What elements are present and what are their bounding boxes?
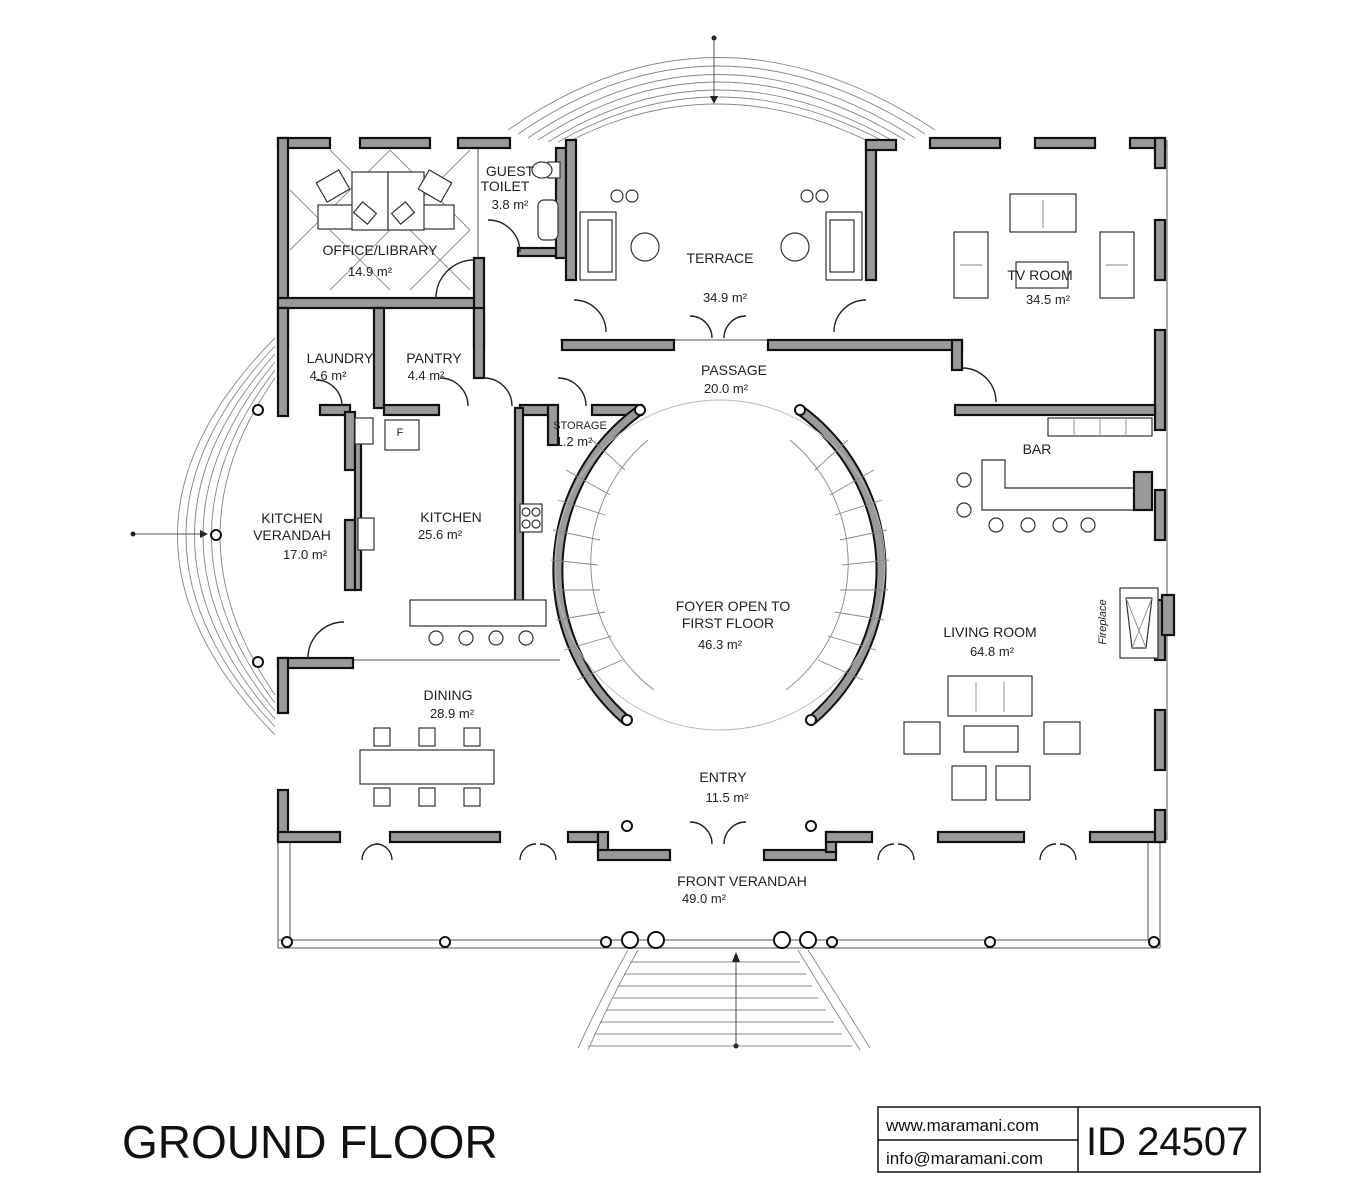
kitchen-verandah-label-2: VERANDAH bbox=[253, 527, 331, 543]
passage-label: PASSAGE bbox=[701, 362, 767, 378]
passage-area: 20.0 m² bbox=[704, 381, 749, 396]
bar-label: BAR bbox=[1023, 441, 1052, 457]
office-area: 14.9 m² bbox=[348, 264, 393, 279]
terrace-area: 34.9 m² bbox=[703, 290, 748, 305]
pantry-area: 4.4 m² bbox=[408, 368, 446, 383]
guest-toilet-label-2: TOILET bbox=[481, 178, 530, 194]
kitchen-area: 25.6 m² bbox=[418, 527, 463, 542]
fridge-mark: F bbox=[397, 427, 404, 439]
entry-area: 11.5 m² bbox=[705, 790, 749, 805]
foyer-label-2: FIRST FLOOR bbox=[682, 615, 774, 631]
tv-room-label: TV ROOM bbox=[1007, 267, 1072, 283]
living-room-label: LIVING ROOM bbox=[943, 624, 1036, 640]
website-text: www.maramani.com bbox=[885, 1116, 1039, 1135]
front-verandah-area: 49.0 m² bbox=[682, 891, 727, 906]
plan-id: ID 24507 bbox=[1086, 1120, 1248, 1164]
doors bbox=[307, 219, 1077, 861]
foyer-label-1: FOYER OPEN TO bbox=[676, 598, 791, 614]
terrace-steps bbox=[507, 35, 936, 143]
storage-label: STORAGE bbox=[553, 420, 607, 432]
front-verandah-label: FRONT VERANDAH bbox=[677, 873, 807, 889]
foyer-staircases bbox=[550, 399, 890, 731]
laundry-area: 4.6 m² bbox=[310, 368, 348, 383]
tv-room-area: 34.5 m² bbox=[1026, 292, 1071, 307]
terrace-label: TERRACE bbox=[687, 250, 754, 266]
entry-label: ENTRY bbox=[699, 769, 747, 785]
dining-label: DINING bbox=[424, 687, 473, 703]
pantry-label: PANTRY bbox=[406, 350, 462, 366]
dining-area: 28.9 m² bbox=[430, 706, 475, 721]
kitchen-verandah-label-1: KITCHEN bbox=[261, 510, 322, 526]
guest-toilet-area: 3.8 m² bbox=[492, 197, 530, 212]
drawing-title: GROUND FLOOR bbox=[122, 1116, 498, 1168]
room-labels: OFFICE/LIBRARY 14.9 m² GUEST TOILET 3.8 … bbox=[253, 163, 1109, 906]
storage-area: 1.2 m² bbox=[556, 434, 594, 449]
foyer-area: 46.3 m² bbox=[698, 637, 743, 652]
fireplace-label: Fireplace bbox=[1097, 599, 1109, 644]
front-steps bbox=[577, 949, 871, 1051]
office-label: OFFICE/LIBRARY bbox=[323, 242, 439, 258]
furniture bbox=[315, 161, 1159, 807]
kitchen-label: KITCHEN bbox=[420, 509, 481, 525]
email-text: info@maramani.com bbox=[886, 1149, 1043, 1168]
columns bbox=[210, 404, 1160, 949]
thin-lines bbox=[277, 140, 1168, 949]
kitchen-verandah-area: 17.0 m² bbox=[283, 547, 328, 562]
title-block: GROUND FLOOR www.maramani.com info@maram… bbox=[122, 1106, 1261, 1173]
laundry-label: LAUNDRY bbox=[307, 350, 374, 366]
guest-toilet-label-1: GUEST bbox=[486, 163, 535, 179]
living-room-area: 64.8 m² bbox=[970, 644, 1015, 659]
